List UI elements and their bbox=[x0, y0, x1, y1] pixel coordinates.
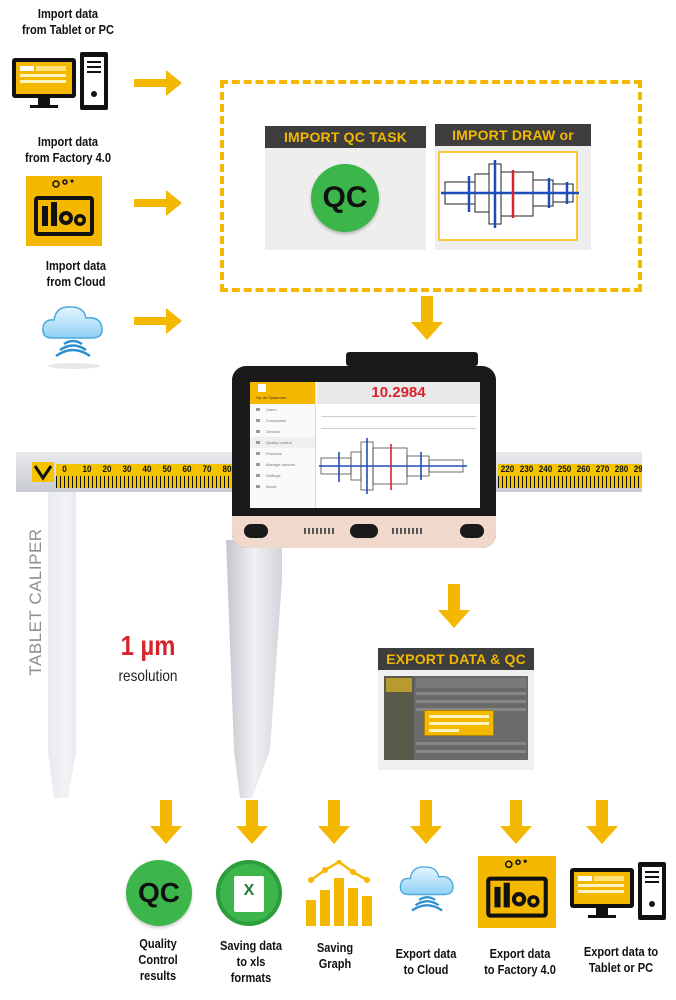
arrow-down-icon bbox=[314, 800, 354, 844]
cloud-export-icon bbox=[396, 856, 460, 926]
sidebar-item[interactable]: Products bbox=[250, 448, 315, 459]
tablet-device: Vip de Systemen Users Companies Devices … bbox=[232, 366, 496, 548]
app-main: 10.2984 bbox=[317, 382, 480, 508]
tablet-button[interactable] bbox=[460, 524, 484, 538]
sidebar-item[interactable]: Devices bbox=[250, 426, 315, 437]
brand-logo-icon bbox=[32, 462, 54, 482]
factory-icon bbox=[26, 176, 102, 246]
import-dashed-box bbox=[220, 80, 642, 292]
qc-badge-icon: QC bbox=[311, 164, 379, 232]
export-label-factory: Export data to Factory 4.0 bbox=[484, 946, 556, 977]
import-cloud-label: Import data from Cloud bbox=[45, 258, 107, 289]
tablet-top-clip bbox=[346, 352, 478, 366]
arrow-down-icon bbox=[434, 584, 474, 628]
import-qc-task-title: IMPORT QC TASK bbox=[265, 126, 426, 148]
tablet-screen: Vip de Systemen Users Companies Devices … bbox=[250, 382, 480, 508]
export-label-xls: Saving data to xls formats bbox=[219, 938, 283, 985]
drawing-panel bbox=[435, 146, 591, 250]
sidebar-item[interactable]: Users bbox=[250, 404, 315, 415]
arrow-down-icon bbox=[406, 800, 446, 844]
export-screen bbox=[378, 670, 534, 770]
sidebar-item[interactable]: Settings bbox=[250, 470, 315, 481]
arrow-down-icon bbox=[407, 296, 447, 340]
monitor-pc-icon bbox=[12, 52, 112, 112]
export-label-qc: Quality Control results bbox=[138, 936, 178, 983]
export-dialog bbox=[424, 710, 494, 736]
caliper-side-label: TABLET CALIPER bbox=[26, 528, 45, 676]
caliper-scale-right: 220 230 240 250 260 270 280 290 bbox=[498, 464, 642, 488]
excel-xls-icon: X bbox=[216, 860, 282, 926]
shaft-drawing-icon bbox=[319, 438, 467, 494]
import-tablet-pc-label: Import data from Tablet or PC bbox=[22, 6, 114, 37]
caliper-right-jaw bbox=[226, 540, 282, 798]
tablet-bottom-bezel bbox=[232, 516, 496, 548]
import-draw-photo-title: IMPORT DRAW or PHOTO bbox=[435, 124, 591, 165]
bar-graph-icon bbox=[302, 859, 378, 928]
arrow-down-icon bbox=[496, 800, 536, 844]
tablet-button[interactable] bbox=[350, 524, 378, 538]
export-label-tablet-pc: Export data to Tablet or PC bbox=[583, 944, 659, 975]
qc-results-icon: QC bbox=[126, 860, 192, 926]
export-label-graph: Saving Graph bbox=[316, 940, 354, 971]
qc-task-panel: QC bbox=[265, 148, 426, 250]
shaft-drawing-icon bbox=[438, 151, 579, 241]
factory-export-icon bbox=[478, 856, 556, 928]
monitor-pc-export-icon bbox=[570, 862, 670, 922]
speaker-grille-icon bbox=[304, 528, 336, 534]
export-label-cloud: Export data to Cloud bbox=[395, 946, 457, 977]
sidebar-item[interactable]: Companies bbox=[250, 415, 315, 426]
arrow-right-icon bbox=[134, 188, 184, 218]
caliper-scale-left: 0 10 20 30 40 50 60 70 80 bbox=[56, 464, 232, 488]
sidebar-item[interactable]: About bbox=[250, 481, 315, 492]
app-sidebar: Vip de Systemen Users Companies Devices … bbox=[250, 382, 316, 508]
sidebar-item[interactable]: Manage devices bbox=[250, 459, 315, 470]
arrow-down-icon bbox=[146, 800, 186, 844]
measurement-reading: 10.2984 bbox=[371, 384, 426, 401]
sidebar-item[interactable]: Quality control bbox=[250, 437, 315, 448]
cloud-icon bbox=[38, 298, 110, 370]
arrow-right-icon bbox=[134, 306, 184, 336]
tablet-button[interactable] bbox=[244, 524, 268, 538]
arrow-down-icon bbox=[582, 800, 622, 844]
resolution-value: 1 µm bbox=[120, 630, 176, 661]
caliper-left-jaw bbox=[16, 452, 116, 798]
import-factory-label: Import data from Factory 4.0 bbox=[25, 134, 111, 165]
arrow-right-icon bbox=[134, 68, 184, 98]
speaker-grille-icon bbox=[392, 528, 424, 534]
arrow-down-icon bbox=[232, 800, 272, 844]
export-title: EXPORT DATA & QC bbox=[378, 648, 534, 670]
resolution-label: resolution bbox=[118, 668, 178, 685]
